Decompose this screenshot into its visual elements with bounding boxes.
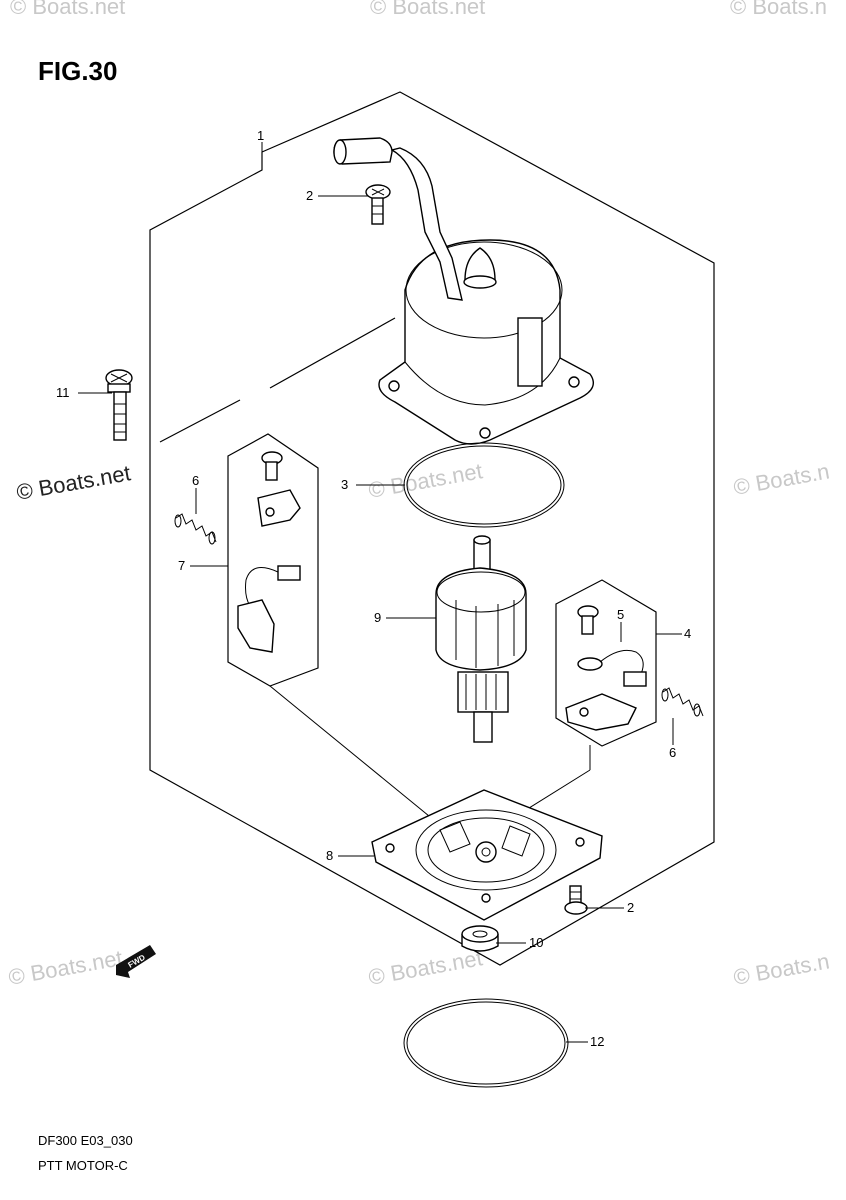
- watermark: © Boats.n: [732, 948, 832, 989]
- spring-part-6-left: [174, 513, 217, 545]
- callout-9: 9: [374, 610, 381, 625]
- brush-holder-part-4: [565, 605, 647, 731]
- watermark: © Boats.net: [367, 945, 485, 990]
- figure-title: FIG.30: [38, 56, 117, 86]
- bolt-part-11: [105, 369, 133, 441]
- screw-part-2-bottom: [564, 885, 588, 915]
- callout-2: 2: [627, 900, 634, 915]
- watermark: © Boats.n: [732, 458, 832, 499]
- leader-line: [269, 685, 441, 826]
- screw-part-2-top: [365, 184, 391, 225]
- callout-5: 5: [617, 607, 624, 622]
- callout-6: 6: [192, 473, 199, 488]
- callout-labels: 1 2 2 3 4 5 6 6 7 8 9 10 11 12: [56, 128, 691, 1049]
- callout-7: 7: [178, 558, 185, 573]
- callout-8: 8: [326, 848, 333, 863]
- end-plate-part-8: [371, 789, 603, 921]
- callout-12: 12: [590, 1034, 604, 1049]
- callout-6: 6: [669, 745, 676, 760]
- armature-part-9: [435, 535, 527, 743]
- watermark: © Boats.net: [370, 0, 485, 19]
- watermark: © Boats.net: [367, 458, 485, 503]
- diagram-name: PTT MOTOR-C: [38, 1158, 128, 1173]
- callout-1: 1: [257, 128, 264, 143]
- o-ring-part-12: [403, 998, 569, 1088]
- watermark: © Boats.net: [10, 0, 125, 19]
- spacer-part-10: [461, 925, 499, 952]
- callout-11: 11: [56, 385, 70, 400]
- assembly-outline: [149, 91, 715, 966]
- callout-3: 3: [341, 477, 348, 492]
- boundary-line: [159, 399, 241, 443]
- boundary-line: [269, 317, 396, 389]
- callout-leaders: [78, 142, 682, 1043]
- fwd-arrow-icon: FWD: [116, 945, 156, 978]
- callout-2: 2: [306, 188, 313, 203]
- spring-part-6-right: [661, 687, 704, 717]
- motor-housing: [333, 137, 594, 445]
- diagram-code: DF300 E03_030: [38, 1133, 133, 1148]
- brush-holder-part-7: [237, 451, 301, 653]
- watermark: © Boats.n: [730, 0, 827, 19]
- callout-4: 4: [684, 626, 691, 641]
- brush-holder-box-left: [227, 433, 319, 687]
- watermark: © Boats.net: [7, 945, 125, 990]
- callout-10: 10: [529, 935, 543, 950]
- watermark: © Boats.net: [15, 460, 133, 505]
- brush-holder-box-right: [555, 579, 657, 747]
